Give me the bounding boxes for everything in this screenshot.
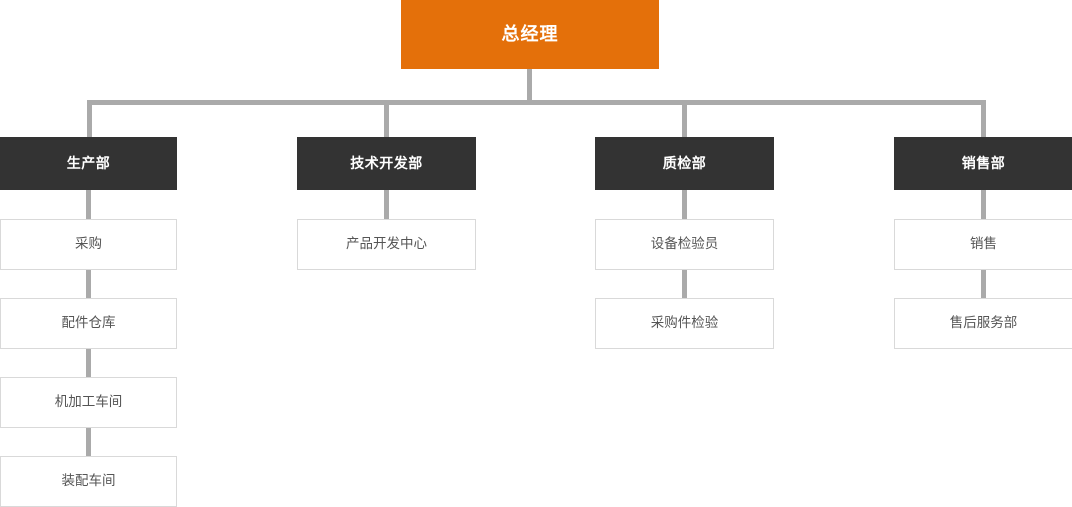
node-after-sales-service-department[interactable]: 售后服务部	[894, 298, 1072, 349]
node-equipment-inspector[interactable]: 设备检验员	[595, 219, 774, 270]
connector-dept2-to-child1	[384, 188, 389, 221]
connector-bus-to-dept-4	[981, 100, 986, 140]
node-purchased-parts-inspection[interactable]: 采购件检验	[595, 298, 774, 349]
node-sales[interactable]: 销售	[894, 219, 1072, 270]
connector-dept1-child3-to-child4	[86, 426, 91, 458]
connector-dept3-to-child1	[682, 188, 687, 221]
node-general-manager[interactable]: 总经理	[401, 0, 659, 69]
node-assembly-workshop[interactable]: 装配车间	[0, 456, 177, 507]
node-machining-workshop[interactable]: 机加工车间	[0, 377, 177, 428]
connector-bus-to-dept-2	[384, 100, 389, 140]
connector-dept4-to-child1	[981, 188, 986, 221]
connector-bus-horizontal	[87, 100, 986, 105]
connector-dept1-child2-to-child3	[86, 347, 91, 379]
node-quality-inspection-department[interactable]: 质检部	[595, 137, 774, 190]
connector-dept1-child1-to-child2	[86, 268, 91, 300]
node-purchasing[interactable]: 采购	[0, 219, 177, 270]
connector-root-down	[527, 69, 532, 104]
connector-dept3-child1-to-child2	[682, 268, 687, 300]
node-product-development-center[interactable]: 产品开发中心	[297, 219, 476, 270]
connector-dept4-child1-to-child2	[981, 268, 986, 300]
node-technology-development-department[interactable]: 技术开发部	[297, 137, 476, 190]
connector-bus-to-dept-3	[682, 100, 687, 140]
node-production-department[interactable]: 生产部	[0, 137, 177, 190]
connector-dept1-to-child1	[86, 188, 91, 221]
connector-bus-to-dept-1	[87, 100, 92, 140]
node-parts-warehouse[interactable]: 配件仓库	[0, 298, 177, 349]
node-sales-department[interactable]: 销售部	[894, 137, 1072, 190]
